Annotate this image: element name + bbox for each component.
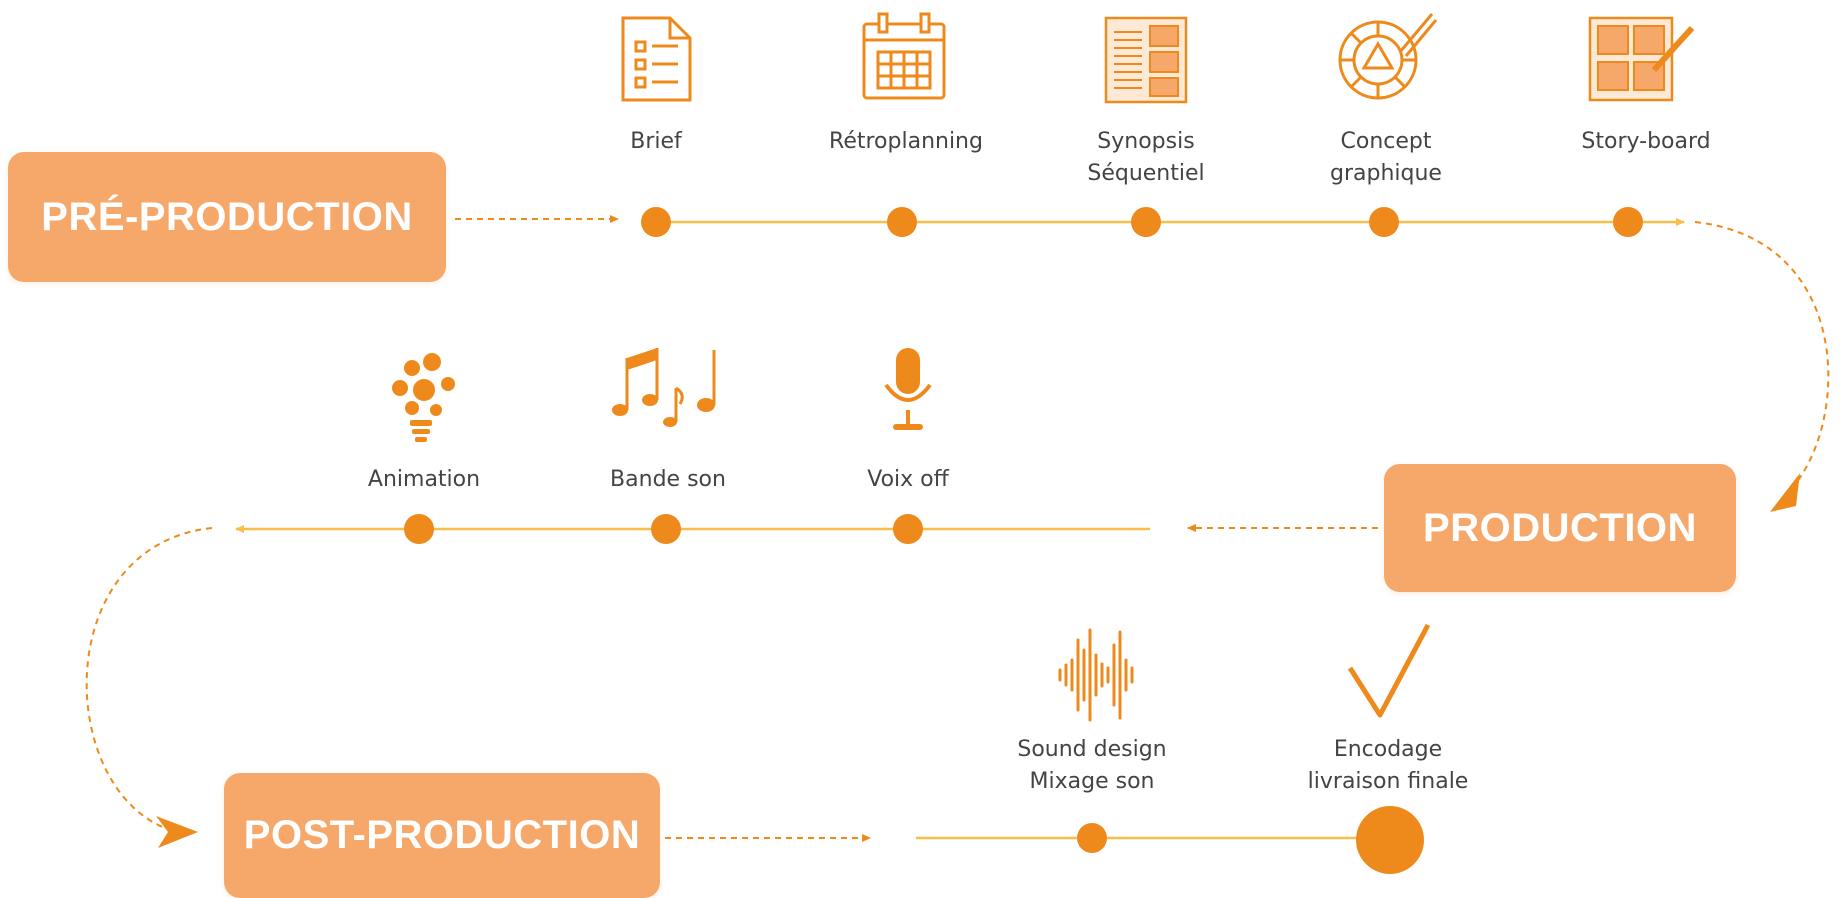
step-label-bande-son: Bande son [610,467,726,492]
step-label-concept: Concept graphique [1330,129,1442,186]
step-label-voix-off: Voix off [867,467,949,492]
phase-box-post-production: POST-PRODUCTION [224,773,660,898]
timeline-dot-retroplanning [887,207,917,237]
timeline-dot-animation [404,514,434,544]
curve-to-post-production [85,527,213,831]
document-list-icon [621,16,692,102]
phase-box-pre-production: PRÉ-PRODUCTION [8,152,446,282]
timeline-dot-concept [1369,207,1399,237]
microphone-icon [884,348,932,430]
step-label-brief: Brief [630,129,682,154]
step-label-retroplanning: Rétroplanning [829,129,983,154]
step-label-encodage: Encodage livraison finale [1307,737,1469,794]
curve-to-production [1694,221,1830,499]
gear-lightbulb-icon [392,353,455,442]
step-label-sound-design: Sound design Mixage son [1017,737,1167,794]
music-notes-icon [612,348,716,427]
timeline-dot-voix-off [893,514,923,544]
calendar-icon [862,12,946,100]
storyboard-pencil-icon [1588,16,1695,102]
timeline-dot-brief [641,207,671,237]
color-wheel-icon [1338,13,1438,100]
timeline-dot-synopsis [1131,207,1161,237]
step-label-animation: Animation [367,467,481,492]
timeline-dot-sound-design [1077,823,1107,853]
timeline-dot-storyboard [1613,207,1643,237]
arrowhead-post-production [156,816,198,848]
storyboard-sheet-icon [1104,16,1188,104]
timeline-dot-encodage [1356,806,1424,874]
timeline-dot-bande-son [651,514,681,544]
step-label-synopsis: Synopsis Séquentiel [1087,129,1205,186]
arrowhead-production [1770,473,1800,512]
phase-box-production: PRODUCTION [1384,464,1736,592]
sound-wave-icon [1058,628,1134,722]
step-label-storyboard: Story-board [1581,129,1711,154]
checkmark-icon [1347,623,1431,718]
